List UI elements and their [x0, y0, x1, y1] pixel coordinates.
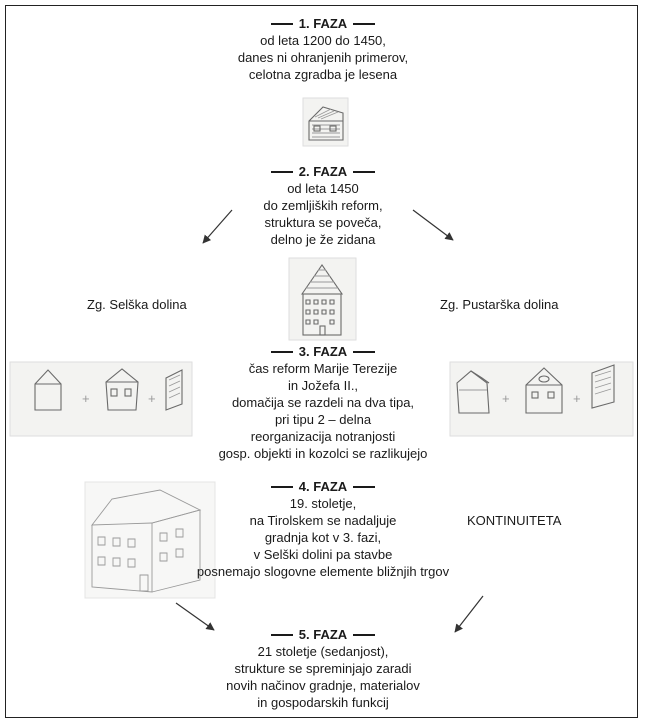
- phase-2-line: od leta 1450: [287, 181, 359, 196]
- phase-3-line: reorganizacija notranjosti: [250, 429, 396, 444]
- right-valley-label: Zg. Pustarška dolina: [440, 297, 559, 312]
- heading-dash: [270, 633, 293, 636]
- phase-2-line: delno je že zidana: [270, 232, 376, 247]
- heading-dash: [270, 22, 293, 25]
- phase-4-line: gradnja kot v 3. fazi,: [264, 530, 382, 545]
- phase-4-line: na Tirolskem se nadaljuje: [249, 513, 397, 528]
- heading-dash: [353, 170, 376, 173]
- heading-dash: [353, 633, 376, 636]
- phase-3-line: in Jožefa II.,: [287, 378, 359, 393]
- type2-buildings-sketch: + +: [449, 361, 634, 437]
- arrow-phase4-right: [454, 595, 484, 633]
- phase-1-line: od leta 1200 do 1450,: [260, 33, 386, 48]
- heading-dash: [353, 22, 376, 25]
- phase-2-line: do zemljiških reform,: [263, 198, 383, 213]
- phase-2-heading: 2. FAZA: [223, 163, 423, 180]
- phase-1-block: 1. FAZA od leta 1200 do 1450, danes ni o…: [223, 15, 423, 83]
- phase-5-block: 5. FAZA 21 stoletje (sedanjost), struktu…: [193, 626, 453, 711]
- phase-5-line: novih načinov gradnje, materialov: [226, 678, 420, 693]
- svg-text:+: +: [148, 391, 156, 406]
- phase-5-line: strukture se spreminjajo zaradi: [234, 661, 412, 676]
- heading-dash: [270, 350, 293, 353]
- phase-1-line: danes ni ohranjenih primerov,: [237, 50, 409, 65]
- phase-2-block: 2. FAZA od leta 1450 do zemljiških refor…: [223, 163, 423, 248]
- svg-text:+: +: [502, 391, 510, 406]
- phase-1-line: celotna zgradba je lesena: [248, 67, 398, 82]
- phase-1-heading: 1. FAZA: [223, 15, 423, 32]
- phase-2-line: struktura se poveča,: [264, 215, 382, 230]
- phase-4-heading: 4. FAZA: [183, 478, 463, 495]
- heading-dash: [353, 350, 376, 353]
- heading-dash: [270, 170, 293, 173]
- heading-dash: [353, 485, 376, 488]
- arrow-phase2-left: [202, 209, 233, 244]
- phase-5-line: 21 stoletje (sedanjost),: [257, 644, 389, 659]
- svg-text:+: +: [82, 391, 90, 406]
- svg-text:+: +: [573, 391, 581, 406]
- phase-3-line: pri tipu 2 – delna: [274, 412, 372, 427]
- phase-3-line: domačija se razdeli na dva tipa,: [231, 395, 415, 410]
- phase-3-block: 3. FAZA čas reform Marije Terezije in Jo…: [193, 343, 453, 462]
- phase-4-line: posnemajo slogovne elemente bližnjih trg…: [196, 564, 450, 579]
- phase-5-heading: 5. FAZA: [193, 626, 453, 643]
- arrow-phase4-left: [175, 602, 215, 631]
- tall-house-sketch: [288, 257, 357, 341]
- continuity-label: KONTINUITETA: [467, 513, 562, 528]
- phase-3-line: gosp. objekti in kozolci se razlikujejo: [218, 446, 428, 461]
- left-valley-label: Zg. Selška dolina: [87, 297, 187, 312]
- town-house-sketch: [84, 481, 216, 599]
- phase-4-line: 19. stoletje,: [289, 496, 357, 511]
- phase-5-line: in gospodarskih funkcij: [257, 695, 389, 710]
- diagram-frame: [5, 5, 638, 718]
- heading-dash: [270, 485, 293, 488]
- phase-3-line: čas reform Marije Terezije: [248, 361, 398, 376]
- phase-4-block: 4. FAZA 19. stoletje, na Tirolskem se na…: [183, 478, 463, 580]
- type1-buildings-sketch: + +: [9, 361, 193, 437]
- phase-3-heading: 3. FAZA: [193, 343, 453, 360]
- phase-4-line: v Selški dolini pa stavbe: [253, 547, 393, 562]
- wooden-house-sketch: [302, 97, 349, 147]
- arrow-phase2-right: [412, 209, 454, 241]
